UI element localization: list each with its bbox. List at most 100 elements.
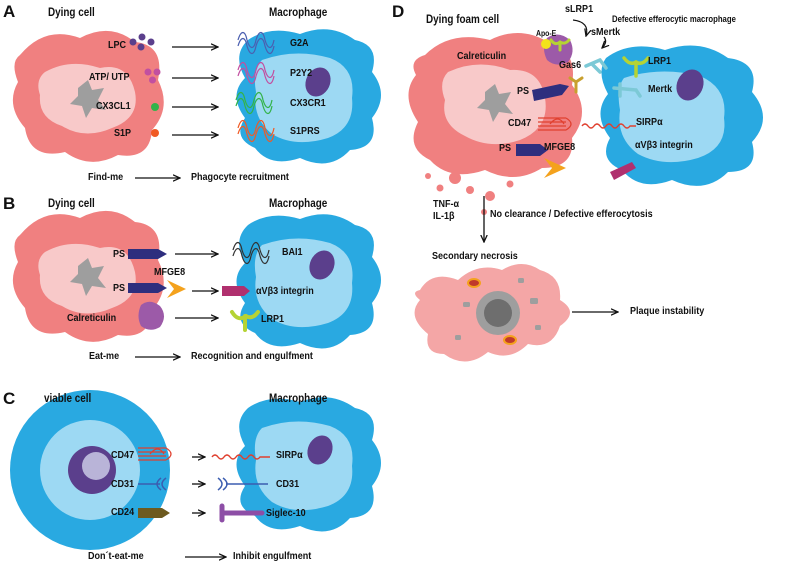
- receptor-bai1: BAI1: [282, 246, 303, 258]
- panel-b-right-title: Macrophage: [269, 198, 328, 210]
- smertk-arrow: [602, 36, 606, 48]
- cd47-ligand-icon-d: [538, 117, 572, 131]
- label-integrin-d: αVβ3 integrin: [635, 139, 693, 151]
- panel-d-right-title: Defective efferocytic macrophage: [612, 14, 736, 24]
- macrophage-c-inner: [254, 421, 353, 511]
- cd47-ligand-icon: [138, 447, 172, 461]
- label-lrp1-d: LRP1: [648, 55, 672, 67]
- lrp1-receptor-icon-d: [622, 56, 650, 78]
- macrophage-nucleus-c: [307, 435, 333, 465]
- recognition-label: Recognition and engulfment: [191, 350, 313, 362]
- mfge8-bridge-icon-d: [544, 158, 566, 178]
- dying-nucleus-b: [70, 258, 106, 296]
- panel-b-left-title: Dying cell: [48, 198, 95, 210]
- s1p-molecule-icon: [151, 129, 159, 137]
- receptor-cx3cr1: CX3CR1: [290, 97, 326, 109]
- label-mertk: Mertk: [648, 83, 673, 95]
- panel-c-right-title: Macrophage: [269, 393, 328, 405]
- lpc-molecule-icon: [129, 33, 155, 51]
- ligand-ps-2: PS: [113, 282, 126, 294]
- macrophage-nucleus-b: [309, 250, 335, 280]
- macrophage-nucleus-a: [305, 67, 331, 97]
- panel-d: [408, 19, 763, 362]
- inhibit-engulfment-label: Inhibit engulfment: [233, 550, 312, 562]
- calreticulin-icon: [138, 301, 164, 330]
- cd31-ligand-icon: [138, 477, 167, 491]
- label-slrp1: sLRP1: [565, 3, 594, 15]
- label-mfge8-d: MFGE8: [544, 141, 576, 153]
- label-ps-d2: PS: [499, 142, 512, 154]
- label-calreticulin-d: Calreticulin: [457, 50, 507, 62]
- bai1-receptor-icon: [232, 241, 270, 265]
- panel-b: [12, 210, 381, 357]
- ligand-cd47: CD47: [111, 449, 135, 461]
- label-secondary-necrosis: Secondary necrosis: [432, 250, 518, 262]
- panel-label-c: C: [3, 389, 16, 408]
- label-il1: IL-1β: [433, 210, 455, 222]
- necrotic-debris: [455, 278, 541, 340]
- dying-nucleus-a: [70, 80, 106, 118]
- slrp1-fragment-icon: [549, 38, 571, 52]
- ligand-ps-1: PS: [113, 248, 126, 260]
- cd31-receptor-icon: [217, 477, 268, 491]
- receptor-s1prs: S1PRS: [290, 125, 320, 137]
- cx3cr1-receptor-icon: [235, 91, 273, 115]
- ligand-calreticulin: Calreticulin: [67, 312, 117, 324]
- integrin-receptor-icon-d: [610, 162, 636, 180]
- receptor-sirpa: SIRPα: [276, 449, 303, 461]
- receptor-lrp1: LRP1: [261, 313, 285, 325]
- panel-a-left-title: Dying cell: [48, 7, 95, 19]
- label-apoe: Apo-E: [536, 29, 557, 38]
- s1prs-receptor-icon: [237, 119, 275, 143]
- necrotic-nucleus-core: [484, 299, 512, 327]
- panel-label-a: A: [3, 2, 16, 21]
- label-no-clearance: No clearance / Defective efferocytosis: [490, 208, 653, 220]
- signal-lpc: LPC: [108, 39, 127, 51]
- cx3cl1-molecule-icon: [151, 103, 159, 111]
- smertk-fragment-icon: [584, 58, 608, 74]
- siglec10-receptor-icon: [219, 503, 265, 523]
- bridge-mfge8: MFGE8: [154, 266, 186, 278]
- integrin-receptor-icon: [222, 286, 250, 296]
- cd24-ligand-icon: [138, 508, 170, 518]
- ligand-cd31: CD31: [111, 478, 135, 490]
- mertk-receptor-icon: [612, 82, 642, 98]
- ps-arrow-icon-d-2: [516, 144, 548, 156]
- panel-label-d: D: [392, 2, 405, 21]
- apo-e-icon: [541, 39, 551, 49]
- dying-foam-nucleus: [477, 84, 513, 122]
- panel-a-right-title: Macrophage: [269, 7, 328, 19]
- signal-cx3cl1: CX3CL1: [96, 100, 131, 112]
- apoptotic-blebs: [425, 172, 514, 215]
- label-smertk: sMertk: [591, 26, 621, 38]
- label-gas6: Gas6: [559, 59, 582, 71]
- mitochondria-icons: [467, 278, 517, 345]
- slrp1-arrow: [572, 19, 587, 36]
- dont-eat-me-label: Don´t-eat-me: [88, 550, 144, 562]
- receptor-cd31: CD31: [276, 478, 300, 490]
- mfge8-bridge-icon: [167, 280, 186, 298]
- sirpa-receptor-icon: [211, 454, 270, 460]
- label-cd47-d: CD47: [508, 117, 532, 129]
- p2y2-receptor-icon: [237, 61, 275, 85]
- gas6-icon: [568, 76, 584, 94]
- g2a-receptor-icon: [237, 31, 275, 55]
- lrp1-receptor-icon: [230, 310, 260, 332]
- viable-cell-nucleolus: [82, 452, 110, 480]
- label-sirpa-d: SIRPα: [636, 116, 663, 128]
- receptor-p2y2: P2Y2: [290, 67, 313, 79]
- signal-s1p: S1P: [114, 127, 132, 139]
- panel-d-left-title: Dying foam cell: [426, 14, 500, 26]
- ps-arrow-icon-d: [532, 84, 569, 101]
- label-plaque-instability: Plaque instability: [630, 305, 705, 317]
- receptor-siglec10: Siglec-10: [266, 507, 306, 519]
- defective-macrophage-nucleus: [676, 69, 704, 101]
- label-tnf: TNF-α: [433, 198, 460, 210]
- panel-c: [10, 390, 381, 557]
- panel-label-b: B: [3, 194, 16, 213]
- atp-utp-molecule-icon: [144, 68, 161, 84]
- phagocyte-recruitment-label: Phagocyte recruitment: [191, 171, 289, 183]
- receptor-integrin: αVβ3 integrin: [256, 285, 314, 297]
- signal-atp-utp: ATP/ UTP: [89, 71, 130, 83]
